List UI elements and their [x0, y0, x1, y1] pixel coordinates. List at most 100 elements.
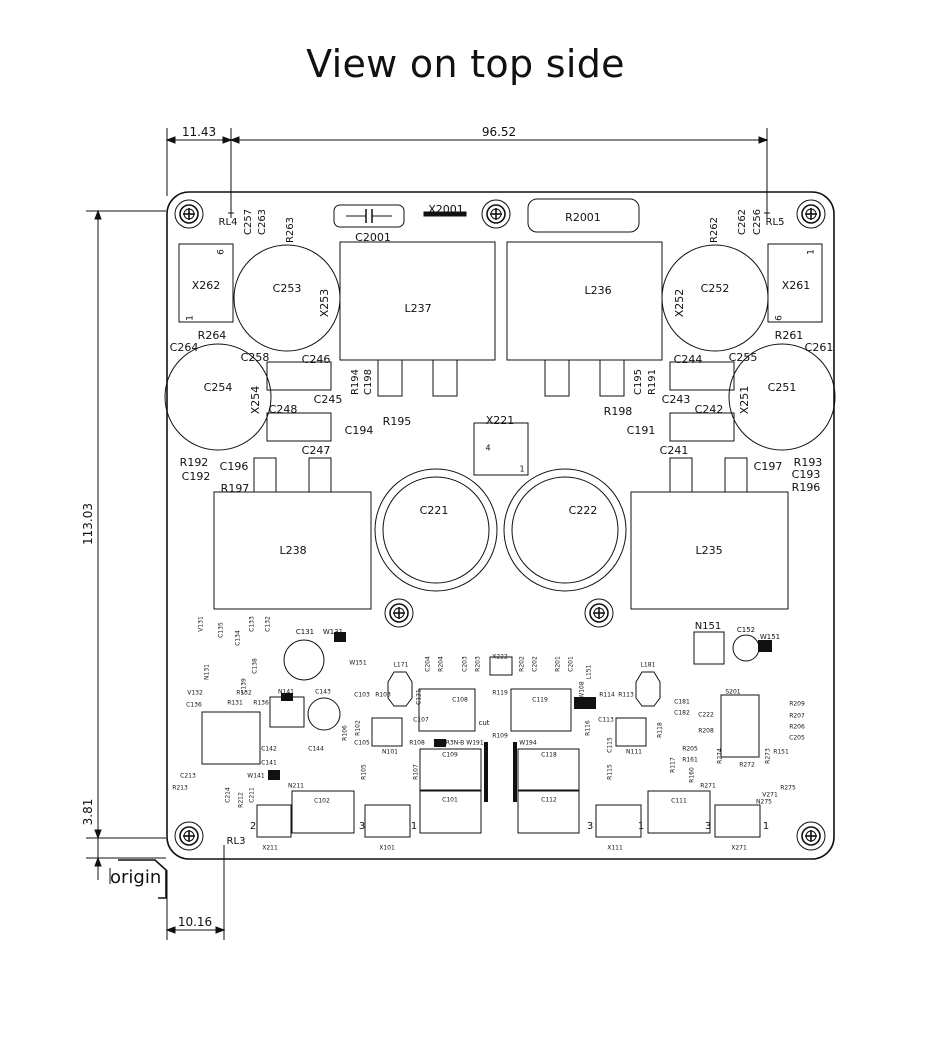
component-label-p6b: 6	[775, 315, 785, 321]
component-label-r151: R151	[773, 749, 789, 756]
component-label-c139: C139	[241, 678, 248, 694]
component-label-c133: C133	[249, 616, 256, 632]
component-label-rl4: RL4	[219, 217, 238, 228]
component-label-c118: C118	[541, 752, 557, 759]
component-label-v271: V271	[762, 792, 778, 799]
component-label-c197: C197	[754, 460, 783, 473]
component-label-v131: V131	[198, 616, 205, 632]
component-label-c213: C213	[180, 773, 196, 780]
component-label-p1b: 1	[638, 821, 644, 832]
component-label-r274: R274	[717, 748, 724, 764]
component-label-r197: R197	[221, 482, 250, 495]
component-label-r272: R272	[739, 762, 755, 769]
component-label-c143: C143	[315, 689, 331, 696]
filled-details	[268, 632, 772, 802]
component-label-p3a: 3	[359, 821, 365, 832]
component-label-c261: C261	[805, 341, 834, 354]
component-label-r207: R207	[789, 713, 805, 720]
component-label-x251: X251	[738, 386, 751, 415]
component-label-r198: R198	[604, 405, 633, 418]
component-label-n101: N101	[382, 749, 398, 756]
component-label-l181: L181	[641, 662, 656, 669]
component-label-c205: C205	[789, 735, 805, 742]
component-label-c263: C263	[257, 209, 268, 235]
component-label-c211: C211	[249, 787, 256, 803]
component-label-l235: L235	[695, 544, 722, 557]
component-label-c247: C247	[302, 444, 331, 457]
component-label-c196: C196	[220, 460, 249, 473]
component-label-w194: W194	[519, 740, 537, 747]
component-label-c256: C256	[752, 209, 763, 235]
dimension-lines	[86, 128, 769, 940]
component-label-x254: X254	[249, 386, 262, 415]
component-label-c103: C103	[354, 692, 370, 699]
component-label-l236: L236	[584, 284, 611, 297]
component-label-p3b: 3	[587, 821, 593, 832]
component-label-c195: C195	[633, 369, 644, 395]
component-label-r161: R161	[682, 757, 698, 764]
component-label-c109: C109	[442, 752, 458, 759]
component-label-c241: C241	[660, 444, 689, 457]
component-label-r262: R262	[709, 217, 720, 243]
component-label-r206: R206	[789, 724, 805, 731]
page-title: View on top side	[306, 42, 625, 86]
component-label-r106: R106	[342, 725, 349, 741]
component-label-r208: R208	[698, 728, 714, 735]
origin-label: origin	[110, 867, 161, 888]
component-label-c198: C198	[363, 369, 374, 395]
component-label-c245: C245	[314, 393, 343, 406]
component-label-p1d: 1	[186, 315, 196, 321]
component-label-r109: R109	[492, 733, 508, 740]
component-label-c203: C203	[462, 656, 469, 672]
component-label-x2001: X2001	[428, 203, 464, 216]
component-label-c255: C255	[729, 351, 758, 364]
component-label-c105: C105	[354, 740, 370, 747]
component-label-c191: C191	[627, 424, 656, 437]
component-label-c135: C135	[218, 622, 225, 638]
component-label-w131: W131	[323, 628, 343, 636]
component-label-c182: C182	[674, 710, 690, 717]
component-label-p3c: 3	[705, 821, 711, 832]
component-label-r194: R194	[350, 369, 361, 395]
component-label-p1c: 1	[763, 821, 769, 832]
component-label-w141: W141	[247, 773, 265, 780]
component-label-r118: R118	[657, 722, 664, 738]
component-label-r203: R203	[475, 656, 482, 672]
component-label-r191: R191	[647, 369, 658, 395]
component-label-c108: C108	[452, 697, 468, 704]
component-label-c246: C246	[302, 353, 331, 366]
component-outlines	[164, 198, 836, 838]
component-label-l171: L171	[394, 662, 409, 669]
mounting-holes	[174, 199, 826, 851]
component-label-rl5: RL5	[766, 217, 785, 228]
component-label-c134: C134	[235, 630, 242, 646]
component-label-r261: R261	[775, 329, 804, 342]
component-label-r115: R115	[607, 764, 614, 780]
component-label-c101: C101	[442, 797, 458, 804]
component-label-r196: R196	[792, 481, 821, 494]
component-label-r119: R119	[492, 690, 508, 697]
component-label-p4x: 4	[485, 444, 490, 453]
component-label-x222: X222	[492, 654, 508, 661]
component-label-c132: C132	[265, 616, 272, 632]
component-label-c242: C242	[695, 403, 724, 416]
component-label-c142: C142	[261, 746, 277, 753]
component-label-n275: N275	[756, 799, 772, 806]
component-label-c2001: C2001	[355, 231, 391, 244]
component-label-r263: R263	[285, 217, 296, 243]
dim-top-width: 96.52	[482, 125, 516, 139]
component-label-c194: C194	[345, 424, 374, 437]
component-label-s201: S201	[725, 689, 740, 696]
component-label-v132: V132	[187, 690, 203, 697]
component-label-c102: C102	[314, 798, 330, 805]
component-label-r105: R105	[361, 764, 368, 780]
component-label-c119: C119	[532, 697, 548, 704]
component-label-c204: C204	[425, 656, 432, 672]
component-label-n151: N151	[695, 621, 722, 632]
component-label-c252: C252	[701, 282, 730, 295]
component-label-c244: C244	[674, 353, 703, 366]
component-label-l238: L238	[279, 544, 306, 557]
component-label-r3n8: R3N-B	[446, 740, 465, 747]
component-label-c107: C107	[413, 717, 429, 724]
component-label-c111: C111	[671, 798, 687, 805]
